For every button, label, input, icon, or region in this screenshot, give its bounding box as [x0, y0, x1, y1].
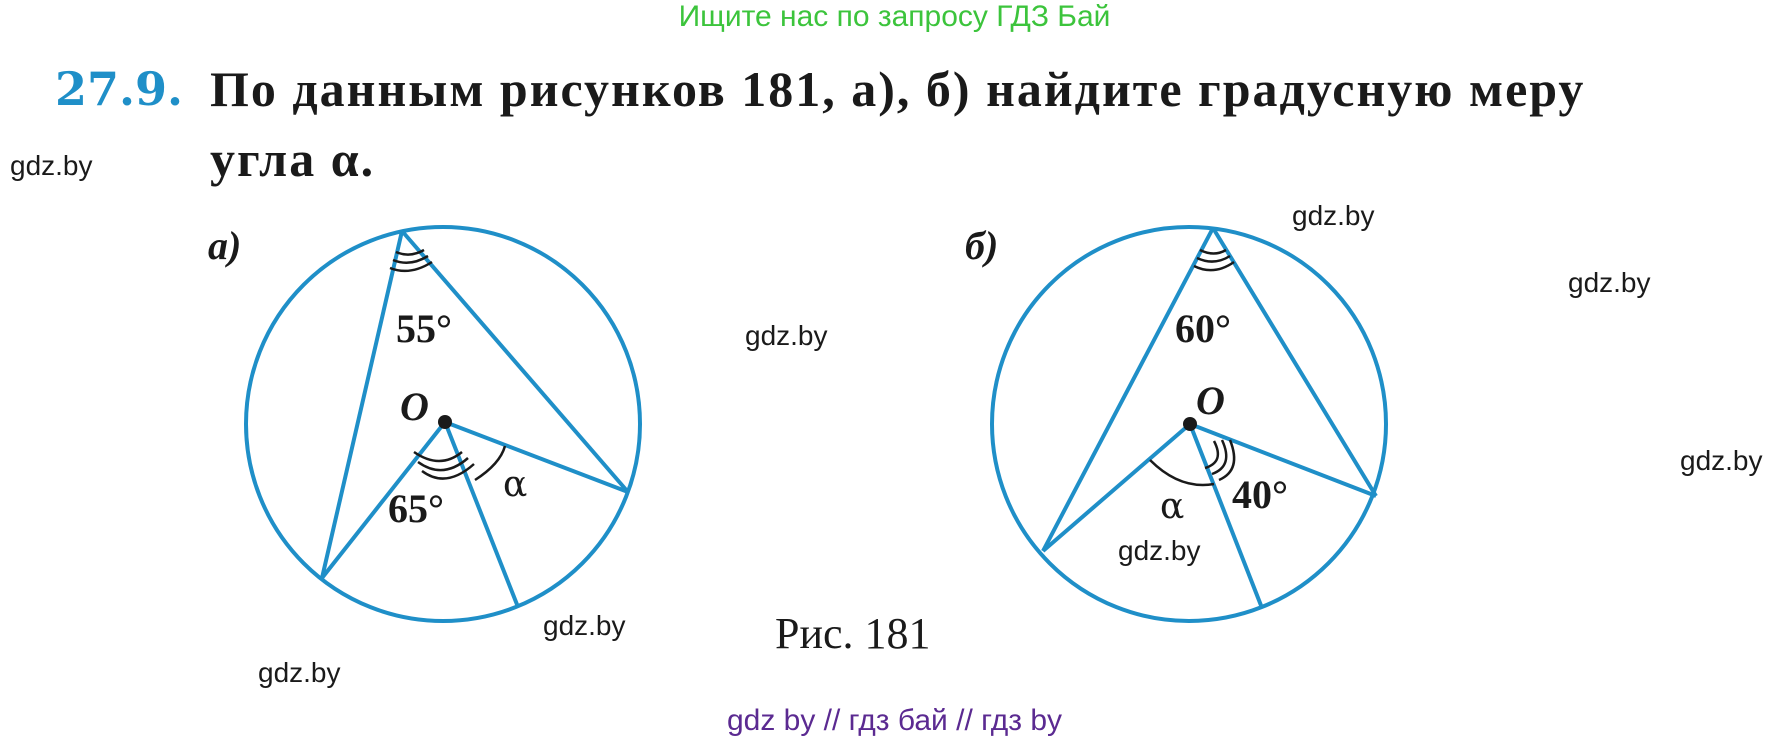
figure-b-angle-top: 60°	[1175, 306, 1231, 351]
watermark: gdz.by	[1680, 445, 1763, 476]
problem-text-line1: По данным рисунков 181, а), б) найдите г…	[210, 61, 1586, 117]
footer-links[interactable]: gdz by // гдз бай // гдз by	[726, 704, 1063, 737]
figure-b-center-dot	[1183, 417, 1197, 431]
figure-a-chord-right	[400, 229, 630, 494]
watermark: gdz.by	[745, 320, 828, 351]
figure-a-chord-left	[320, 230, 404, 579]
figure-a-arcs	[389, 248, 507, 482]
watermark: gdz.by	[1118, 535, 1201, 566]
figure-a-alpha: α	[503, 464, 527, 505]
figure-b-chord-left	[1041, 227, 1215, 552]
figure-b-chord-right	[1211, 226, 1378, 498]
figure-b-arcs	[1149, 248, 1236, 487]
figure-b	[990, 225, 1388, 623]
figure-a-angle-top: 55°	[396, 306, 452, 351]
header-link[interactable]: Ищите нас по запросу ГДЗ Бай	[678, 0, 1111, 33]
figure-a-radius-right	[444, 420, 629, 494]
watermark: gdz.by	[10, 150, 93, 181]
figure-a-angle-center: 65°	[388, 486, 444, 531]
figure-b-radius-bottom	[1188, 423, 1264, 609]
watermark: gdz.by	[1568, 267, 1651, 298]
watermark: gdz.by	[258, 657, 341, 688]
figure-a-center-label: O	[400, 384, 429, 429]
figure-b-alpha: α	[1160, 486, 1184, 527]
figure-b-circle	[990, 225, 1388, 623]
figure-a-label: а)	[208, 223, 242, 268]
figure-a-radius-bottom	[443, 421, 520, 608]
figure-b-center-label: O	[1196, 378, 1225, 423]
figure-b-radius-right	[1189, 422, 1377, 498]
figure-caption: Рис. 181	[775, 609, 931, 658]
figure-a-center-dot	[438, 415, 452, 429]
problem-text-line2: угла α.	[210, 131, 376, 187]
figure-b-label: б)	[965, 223, 999, 268]
figure-a	[244, 225, 642, 623]
watermark: gdz.by	[543, 610, 626, 641]
figure-b-radius-left	[1041, 422, 1192, 553]
watermark: gdz.by	[1292, 200, 1375, 231]
figure-a-circle	[244, 225, 642, 623]
figure-a-radius-left	[320, 420, 447, 580]
figure-b-angle-center: 40°	[1232, 472, 1288, 517]
problem-number: 27.9.	[55, 62, 184, 116]
